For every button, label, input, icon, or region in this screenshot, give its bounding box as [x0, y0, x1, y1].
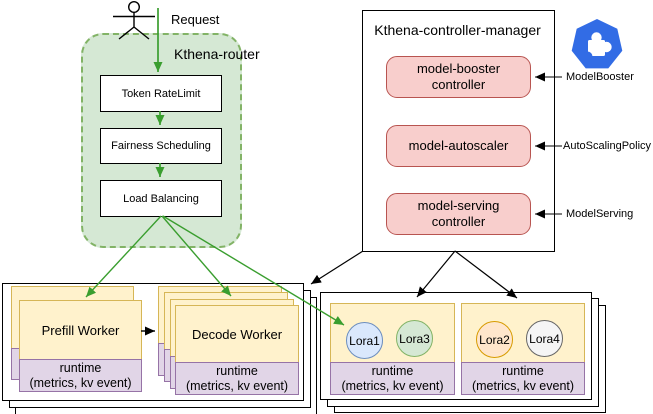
decode-runtime-node: runtime (metrics, kv event)	[175, 362, 299, 395]
label-modelserving: ModelServing	[566, 208, 634, 220]
node-load-balancing: Load Balancing	[100, 180, 222, 217]
cm-to-lora-group2-arrow	[454, 250, 518, 299]
label-modelbooster: ModelBooster	[566, 71, 634, 83]
node-model-booster-controller: model-booster controller	[386, 56, 531, 98]
lora1-node: Lora1	[346, 322, 383, 359]
node-fairness-scheduling: Fairness Scheduling	[100, 128, 222, 164]
cm-to-worker-stack-arrow	[310, 250, 364, 285]
cm-to-lora-group1-arrow	[416, 250, 456, 298]
crd-badge-icon	[571, 19, 623, 69]
decode-worker-node: Decode Worker	[175, 305, 299, 364]
prefill-worker-node: Prefill Worker	[19, 300, 142, 361]
node-model-serving-controller: model-serving controller	[386, 193, 531, 235]
lora3-node: Lora3	[396, 320, 433, 357]
lora2-node: Lora2	[476, 321, 513, 358]
lora4-node: Lora4	[526, 320, 563, 357]
label-autoscalingpolicy: AutoScalingPolicy	[563, 140, 652, 152]
lora-group1-runtime-node: runtime (metrics, kv event)	[330, 362, 455, 395]
node-model-autoscaler: model-autoscaler	[386, 125, 531, 167]
prefill-runtime-node: runtime (metrics, kv event)	[19, 359, 142, 392]
request-label: Request	[171, 12, 220, 27]
kthena-router-title: Kthena-router	[174, 46, 260, 62]
node-token-ratelimit: Token RateLimit	[100, 75, 222, 112]
controller-manager-title: Kthena-controller-manager	[374, 22, 541, 38]
lora-group2-runtime-node: runtime (metrics, kv event)	[461, 362, 585, 395]
